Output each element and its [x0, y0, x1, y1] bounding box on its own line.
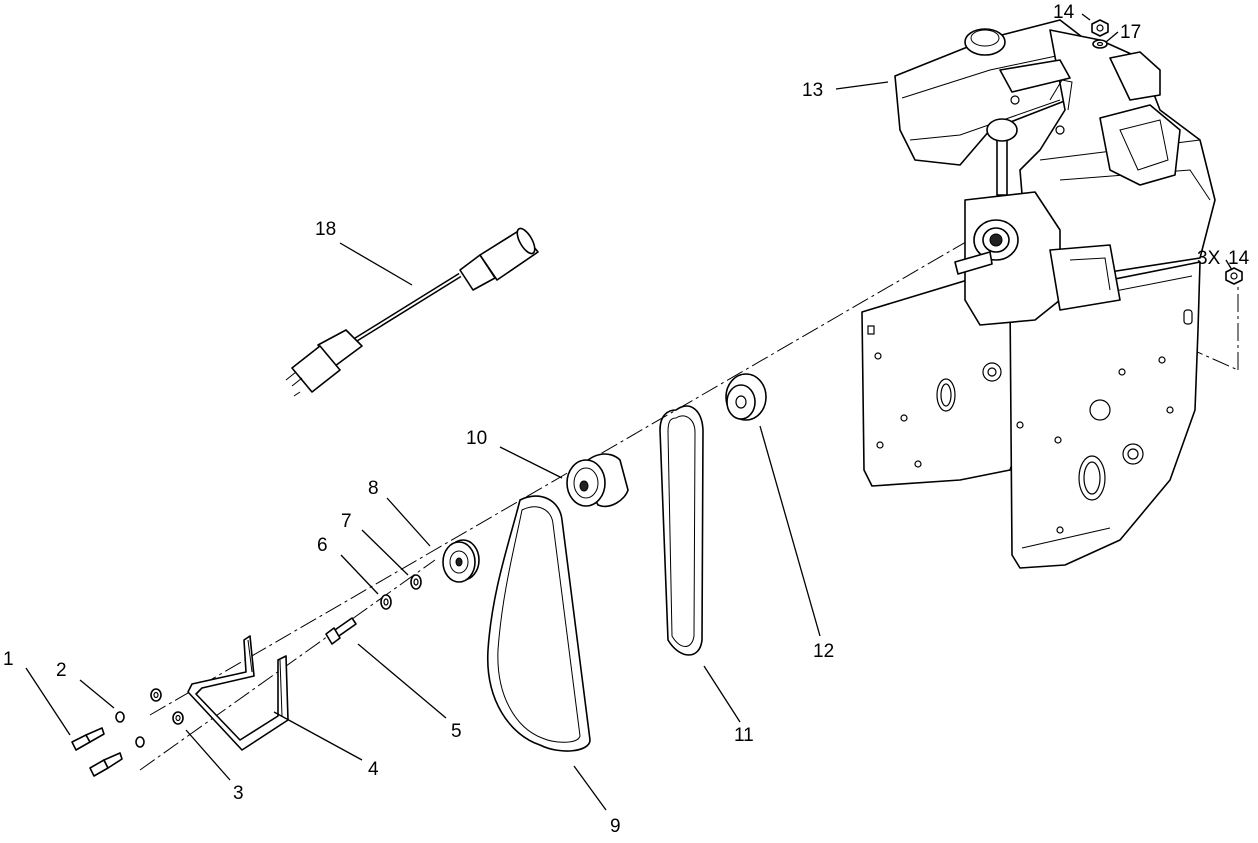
callout-8: 8 [368, 478, 379, 499]
callout-17: 17 [1120, 22, 1141, 43]
washers [380, 574, 422, 610]
callout-1: 1 [3, 649, 14, 670]
leader-lines [25, 13, 1233, 811]
callout-5: 5 [451, 721, 462, 742]
callout-11: 11 [734, 725, 754, 746]
callout-9: 9 [610, 816, 621, 837]
top-nut-and-washer [1091, 19, 1109, 49]
frame-nuts [1225, 267, 1243, 285]
callout-12: 12 [813, 641, 834, 662]
shoulder-bolt [325, 617, 357, 645]
callout-6: 6 [317, 535, 328, 556]
belt-9 [487, 495, 591, 752]
callout-2: 2 [56, 660, 67, 681]
callout-3x: 3X [1197, 248, 1221, 269]
callout-3: 3 [233, 783, 244, 804]
callout-labels: 1 2 3 4 5 6 7 8 9 10 11 12 13 14 17 3X 1… [3, 2, 1250, 837]
small-pulley [725, 373, 767, 421]
callout-13: 13 [802, 80, 823, 101]
callout-18: 18 [315, 219, 336, 240]
drive-pulley [566, 453, 629, 508]
bolts-and-lockwashers [71, 688, 184, 777]
engine-assembly [894, 19, 1216, 326]
callout-4: 4 [368, 759, 379, 780]
idler-bracket [187, 635, 289, 751]
callout-14-top: 14 [1053, 2, 1075, 23]
callout-7: 7 [341, 511, 352, 532]
idler-pulley [442, 539, 480, 583]
belt-11 [659, 405, 704, 656]
callout-10: 10 [466, 428, 487, 449]
callout-14-frame: 14 [1228, 248, 1250, 269]
power-cord [285, 227, 539, 397]
